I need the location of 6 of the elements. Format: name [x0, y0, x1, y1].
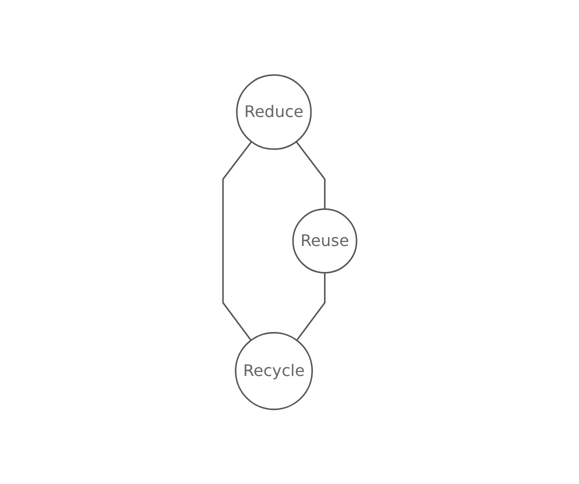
- connector: [295, 141, 326, 209]
- connector: [296, 272, 326, 341]
- node-circle: Reduce: [236, 74, 312, 150]
- node-circle: Reuse: [292, 208, 358, 274]
- node-circle: Recycle: [234, 332, 313, 410]
- connector: [222, 141, 252, 341]
